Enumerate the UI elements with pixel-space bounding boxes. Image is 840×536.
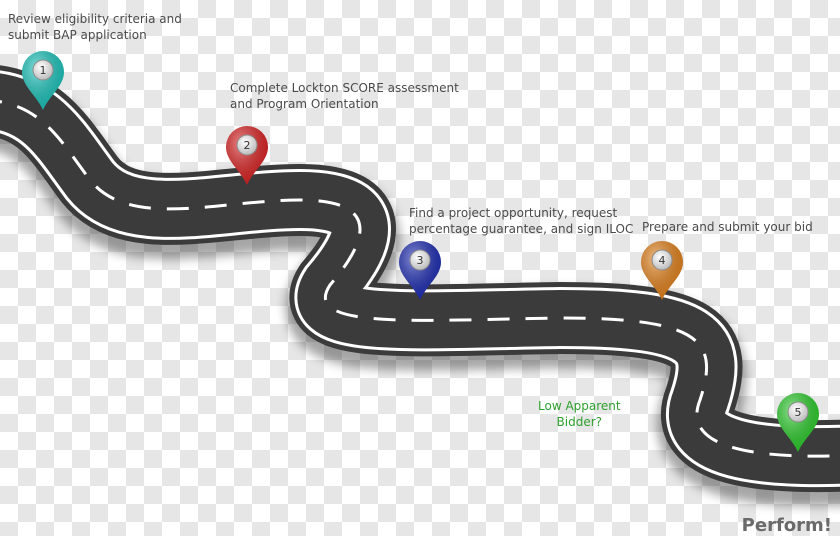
step-4-pin-icon: 4 <box>641 241 683 300</box>
step-1-label: Review eligibility criteria and submit B… <box>8 11 182 43</box>
step-4-number: 4 <box>659 254 666 267</box>
step-2-number: 2 <box>244 139 251 152</box>
step-1-line-2: submit BAP application <box>8 28 147 42</box>
step-4-line-1: Prepare and submit your bid <box>642 220 813 234</box>
step-3-label: Find a project opportunity, request perc… <box>409 205 633 237</box>
step-1-pin-icon: 1 <box>22 51 64 110</box>
step-2-pin-icon: 2 <box>226 126 268 185</box>
pin-number-ball <box>787 401 809 423</box>
step-5-pin-icon: 5 <box>777 393 819 452</box>
finale-text: Perform! <box>741 515 832 536</box>
road-center-dashes <box>0 100 840 458</box>
step-3-line-1: Find a project opportunity, request <box>409 206 618 220</box>
pin-number-ball <box>651 249 673 271</box>
step-4-label: Prepare and submit your bid <box>642 219 813 235</box>
step-1-line-1: Review eligibility criteria and <box>8 12 182 26</box>
step-5-number: 5 <box>795 406 802 419</box>
step-3-pin-icon: 3 <box>399 241 441 300</box>
pin-number-ball <box>32 59 54 81</box>
pin-number-ball <box>236 134 258 156</box>
step-2-label: Complete Lockton SCORE assessment and Pr… <box>230 80 459 112</box>
step-3-line-2: percentage guarantee, and sign ILOC <box>409 222 634 236</box>
step-2-line-1: Complete Lockton SCORE assessment <box>230 81 459 95</box>
pin-number-ball <box>409 249 431 271</box>
step-1-number: 1 <box>40 64 47 77</box>
step-5-line-2: Bidder? <box>556 415 603 429</box>
step-5-label: Low Apparent Bidder? <box>538 398 621 430</box>
step-3-number: 3 <box>417 254 424 267</box>
step-5-line-1: Low Apparent <box>538 399 621 413</box>
step-2-line-2: and Program Orientation <box>230 97 379 111</box>
